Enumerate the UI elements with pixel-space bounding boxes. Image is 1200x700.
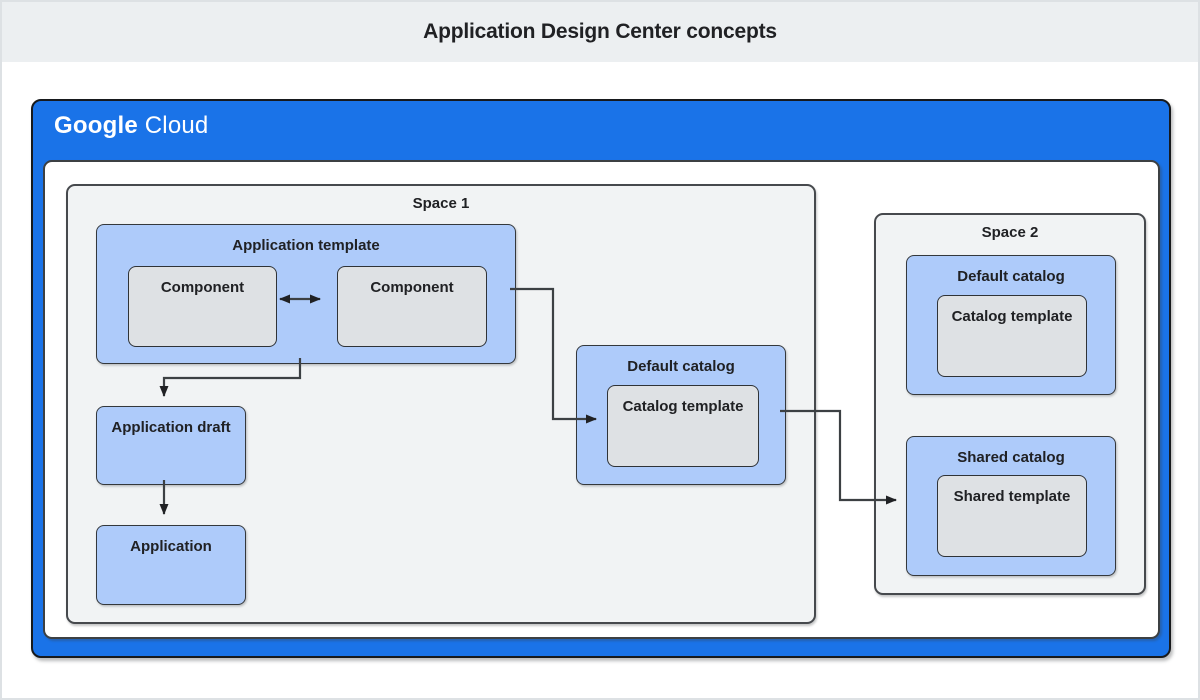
- title-banner: Application Design Center concepts: [2, 2, 1198, 62]
- google-cloud-frame: Google Cloud Space 1 Application templat…: [31, 99, 1171, 658]
- project-frame: Space 1 Application template Component C…: [43, 160, 1160, 639]
- component-right-label: Component: [370, 279, 454, 296]
- catalog-template-space1-label: Catalog template: [622, 398, 744, 415]
- google-cloud-logo: Google Cloud: [54, 112, 208, 140]
- component-left-label: Component: [160, 279, 245, 296]
- application-draft-label: Application draft: [111, 419, 231, 436]
- shared-template-label: Shared template: [953, 488, 1071, 505]
- node-shared-catalog: Shared catalog Shared template: [906, 436, 1116, 576]
- node-default-catalog-space1: Default catalog Catalog template: [576, 345, 786, 485]
- space-2-label: Space 2: [981, 224, 1039, 241]
- shared-catalog-label: Shared catalog: [957, 449, 1065, 466]
- page-title: Application Design Center concepts: [423, 20, 777, 43]
- node-catalog-template-space2: Catalog template: [937, 295, 1087, 377]
- node-component-right: Component: [337, 266, 487, 347]
- space-1-container: Space 1 Application template Component C…: [66, 184, 816, 624]
- application-label: Application: [130, 538, 212, 555]
- space-1-label: Space 1: [412, 195, 470, 212]
- space-2-container: Space 2 Default catalog Catalog template…: [874, 213, 1146, 595]
- default-catalog-space1-label: Default catalog: [627, 358, 735, 375]
- default-catalog-space2-label: Default catalog: [957, 268, 1065, 285]
- node-shared-template: Shared template: [937, 475, 1087, 557]
- application-template-label: Application template: [232, 237, 380, 254]
- node-application-template: Application template Component Component: [96, 224, 516, 364]
- catalog-template-space2-label: Catalog template: [951, 308, 1073, 325]
- node-default-catalog-space2: Default catalog Catalog template: [906, 255, 1116, 395]
- google-wordmark: Google: [54, 112, 138, 139]
- cloud-wordmark: Cloud: [144, 112, 209, 139]
- node-catalog-template-space1: Catalog template: [607, 385, 759, 467]
- node-application: Application: [96, 525, 246, 605]
- node-application-draft: Application draft: [96, 406, 246, 485]
- node-component-left: Component: [128, 266, 277, 347]
